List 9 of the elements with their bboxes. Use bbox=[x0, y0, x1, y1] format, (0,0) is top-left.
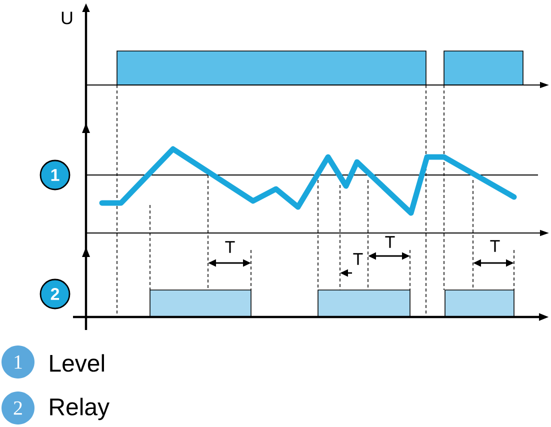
legend-item: 1 Level bbox=[2, 346, 104, 378]
time-label: T bbox=[490, 240, 500, 252]
number-badge: 2 bbox=[40, 278, 70, 310]
axis-label: U bbox=[62, 12, 72, 24]
time-label: T bbox=[353, 253, 363, 265]
time-label: T bbox=[385, 236, 395, 248]
time-label: T bbox=[225, 241, 235, 253]
legend-item: 2 Relay bbox=[2, 392, 110, 424]
number-badge: 1 bbox=[40, 160, 70, 190]
